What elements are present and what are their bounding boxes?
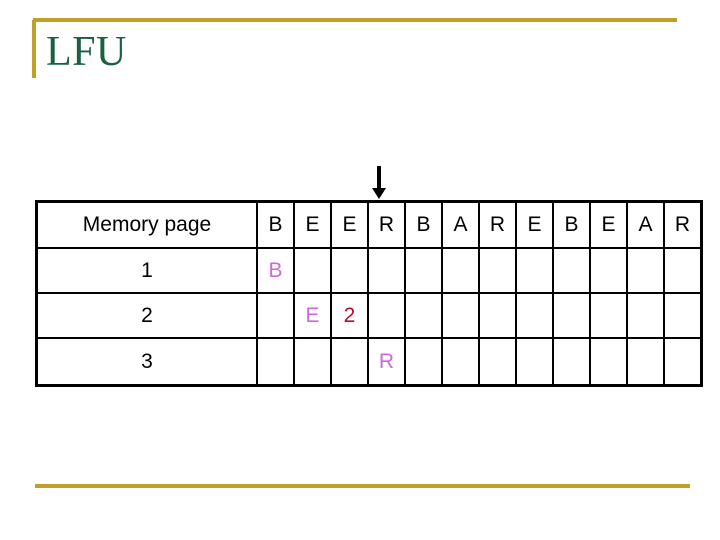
frame-cell-r2c7 [478, 292, 517, 339]
reference-cell-11: R [663, 200, 703, 249]
row-label-2: 2 [35, 292, 258, 339]
slide-bottom-accent-rule [35, 484, 690, 488]
row-label-3: 3 [35, 337, 258, 387]
reference-cell-8: B [552, 200, 591, 249]
frame-cell-r1c9 [552, 247, 591, 294]
reference-cell-7: E [515, 200, 554, 249]
frame-cell-r3c5 [404, 337, 443, 387]
frame-cell-r2c12 [663, 292, 703, 339]
frame-cell-r1c7 [478, 247, 517, 294]
frame-cell-r2c9 [552, 292, 591, 339]
slide-top-accent-rule [33, 18, 677, 22]
frame-cell-r1c10 [589, 247, 628, 294]
frame-cell-r3c9 [552, 337, 591, 387]
memory-table-body: Memory page B E E R B A R E B E A R 1 B [35, 200, 703, 387]
table-header-row: Memory page B E E R B A R E B E A R [35, 200, 703, 249]
frame-cell-r3c1 [256, 337, 295, 387]
reference-cell-4: B [404, 200, 443, 249]
slide-left-accent-rule [32, 20, 36, 78]
row-label-1: 1 [35, 247, 258, 294]
frame-cell-r3c6 [441, 337, 480, 387]
frame-cell-r1c8 [515, 247, 554, 294]
reference-cell-3: R [367, 200, 406, 249]
frame-cell-r2c11 [626, 292, 665, 339]
frame-cell-r1c12 [663, 247, 703, 294]
down-arrow-icon [372, 166, 386, 199]
frame-cell-r3c10 [589, 337, 628, 387]
reference-cell-2: E [330, 200, 369, 249]
frame-cell-r3c2 [293, 337, 332, 387]
frame-cell-r2c10 [589, 292, 628, 339]
frame-cell-r1c2 [293, 247, 332, 294]
frame-cell-r2c4 [367, 292, 406, 339]
frame-cell-r3c4: R [367, 337, 406, 387]
frame-cell-r3c7 [478, 337, 517, 387]
page-title: LFU [46, 29, 127, 75]
frame-cell-r1c6 [441, 247, 480, 294]
frame-cell-r2c2: E [293, 292, 332, 339]
reference-cell-1: E [293, 200, 332, 249]
frame-cell-r3c11 [626, 337, 665, 387]
frame-cell-r3c8 [515, 337, 554, 387]
frame-cell-r2c1 [256, 292, 295, 339]
reference-cell-10: A [626, 200, 665, 249]
frame-cell-r2c8 [515, 292, 554, 339]
frame-cell-r2c6 [441, 292, 480, 339]
frame-cell-r1c3 [330, 247, 369, 294]
frame-cell-r1c4 [367, 247, 406, 294]
frame-cell-r3c3 [330, 337, 369, 387]
reference-cell-6: R [478, 200, 517, 249]
frame-cell-r1c11 [626, 247, 665, 294]
table-row: 3 R [35, 337, 703, 387]
frame-cell-r3c12 [663, 337, 703, 387]
reference-cell-9: E [589, 200, 628, 249]
table-row: 1 B [35, 247, 703, 294]
table-row: 2 E 2 [35, 292, 703, 339]
frame-cell-r1c5 [404, 247, 443, 294]
reference-cell-0: B [256, 200, 295, 249]
frame-cell-r2c5 [404, 292, 443, 339]
memory-page-header-cell: Memory page [35, 200, 258, 249]
memory-page-table: Memory page B E E R B A R E B E A R 1 B [35, 200, 703, 387]
frame-cell-r1c1: B [256, 247, 295, 294]
frame-cell-r2c3: 2 [330, 292, 369, 339]
reference-cell-5: A [441, 200, 480, 249]
